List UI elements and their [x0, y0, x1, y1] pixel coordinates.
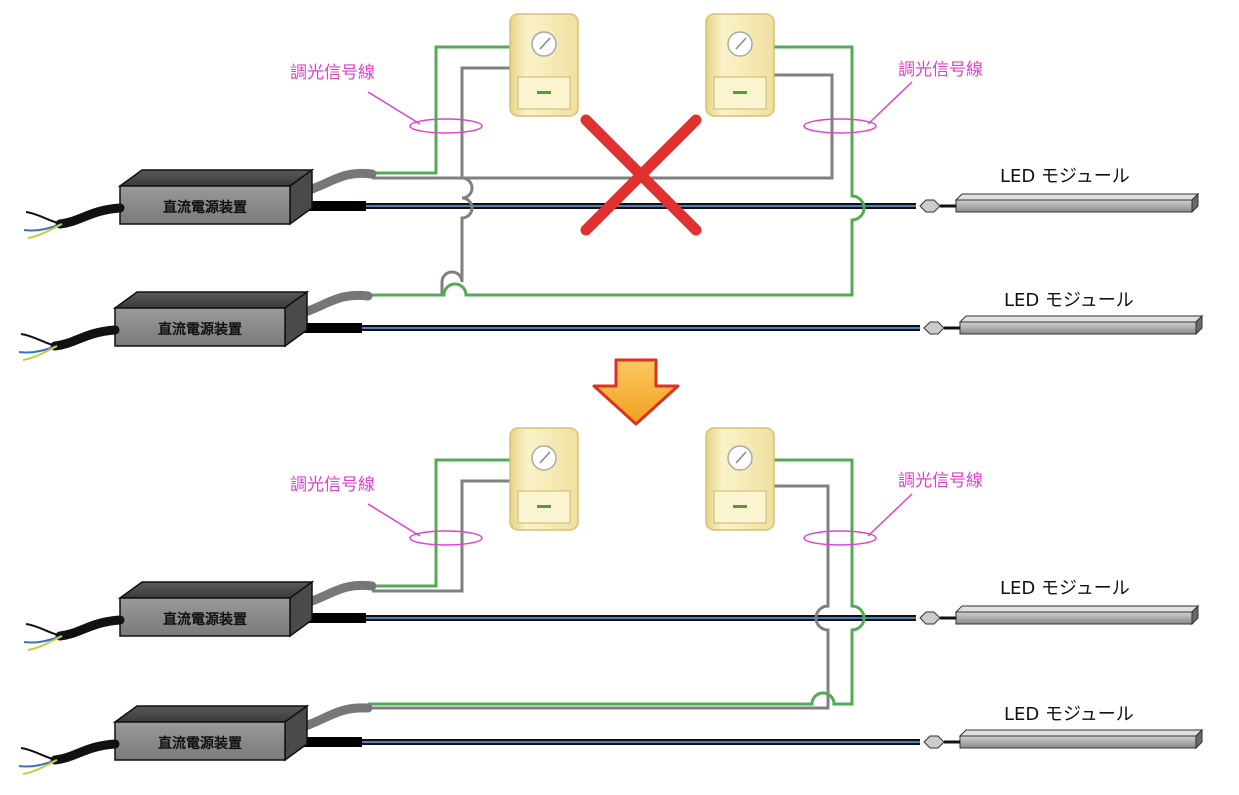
dimming-signal-label: 調光信号線: [898, 471, 983, 491]
signal-line-green: [372, 45, 512, 175]
incorrect-wiring-diagram: 直流電源装置 直流電源装置 LED モジュール LED モジュール 調光信号線 …: [19, 13, 1204, 360]
dc-power-supply-label: 直流電源装置: [163, 611, 247, 628]
dc-power-supply: 直流電源装置: [24, 582, 312, 650]
dimmer-switch: [705, 427, 775, 531]
led-module: [918, 604, 1200, 626]
dimming-signal-label: 調光信号線: [290, 63, 375, 83]
signal-line-gray: [372, 176, 474, 297]
dimmer-switch: [705, 13, 775, 117]
dc-power-supply-label: 直流電源装置: [158, 735, 242, 752]
dimming-signal-label: 調光信号線: [290, 475, 375, 495]
led-module-label: LED モジュール: [1004, 290, 1134, 311]
dc-power-supply-label: 直流電源装置: [163, 199, 247, 216]
dimming-signal-label: 調光信号線: [898, 60, 983, 80]
dimmer-switch: [509, 427, 579, 531]
dc-power-supply: 直流電源装置: [24, 170, 312, 238]
led-module-label: LED モジュール: [1000, 166, 1130, 187]
dimmer-switch: [509, 13, 579, 117]
led-module: [918, 192, 1200, 214]
incorrect-cross-mark: [580, 114, 702, 236]
dc-power-supply: 直流電源装置: [19, 706, 307, 774]
down-arrow-icon: [592, 358, 680, 426]
dc-power-supply-label: 直流電源装置: [158, 321, 242, 338]
dc-power-supply: 直流電源装置: [19, 292, 307, 360]
led-module-label: LED モジュール: [1004, 704, 1134, 725]
led-module: [922, 314, 1204, 336]
led-module: [922, 728, 1204, 750]
led-module-label: LED モジュール: [1000, 578, 1130, 599]
correct-wiring-diagram: 直流電源装置 直流電源装置 LED モジュール LED モジュール 調光信号線 …: [19, 427, 1204, 774]
